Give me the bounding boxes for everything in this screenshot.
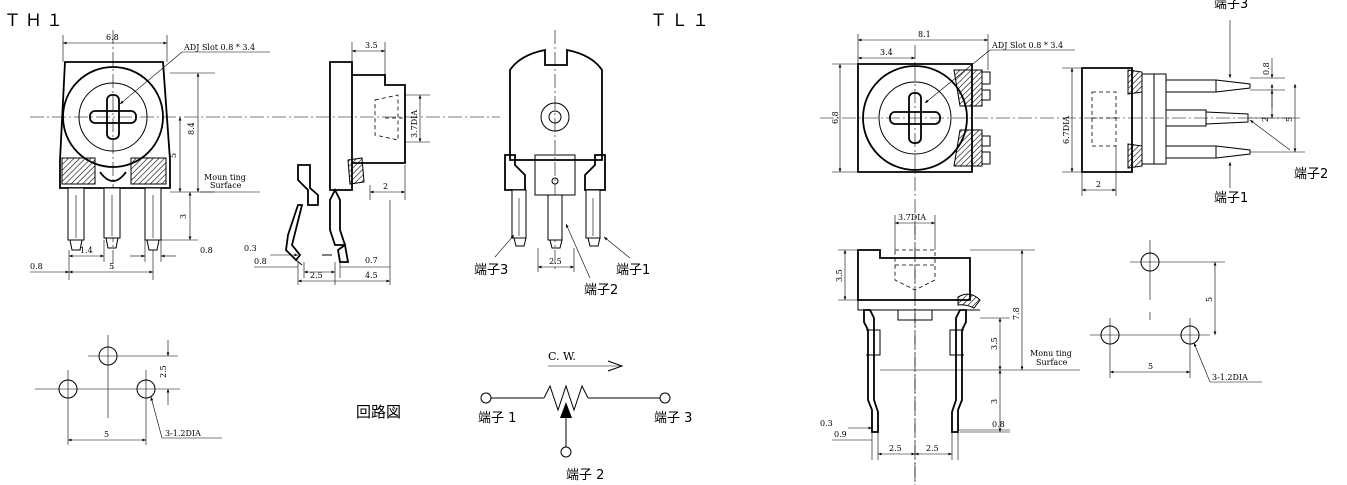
- circuit-diagram: 回路図 C. W. 端子 1 端子 3 端子 2: [356, 350, 692, 483]
- dim-tl1-width: 8.1: [918, 30, 931, 39]
- th1-front-view: 6.8 ADJ Slot 0.8 * 3.4 8.4 5 Moun ting S…: [30, 30, 500, 280]
- dim-tl1-front-shaft: 3.7DIA: [898, 213, 926, 222]
- dim-th1-side-pin-t2: 0.7: [365, 256, 378, 265]
- tl1-footprint: 5 5 3-1.2DIA: [1090, 240, 1262, 383]
- dim-th1-side-pin-w: 0.8: [254, 257, 267, 266]
- label-tl1-mount-1: Monu ting: [1030, 349, 1072, 358]
- dim-tl1-front-top-h: 3.5: [835, 269, 844, 282]
- dim-th1-side-pin-t: 0.3: [244, 244, 257, 253]
- dim-th1-adj-slot: ADJ Slot 0.8 * 3.4: [183, 43, 255, 52]
- th1-footprint: 2.5 5 3-1.2DIA: [35, 335, 222, 445]
- circuit-terminal-1: 端子 1: [478, 411, 516, 426]
- dim-th1-width: 6.8: [106, 33, 119, 42]
- dim-tl1-front-pitch-r: 2.5: [926, 444, 939, 453]
- dim-tl1-fp-pitch-x: 5: [1148, 362, 1153, 371]
- dim-th1-fp-pitch-x: 5: [104, 430, 109, 439]
- label-th1-terminal-1: 端子1: [616, 263, 650, 278]
- dim-tl1-front-pin-w-r: 0.8: [992, 420, 1005, 429]
- tl1-front-view: 3.7DIA 3.5 7.8 3.5 Monu ting Surface 3 0…: [820, 213, 1080, 485]
- title-th1: ＴＨ１: [4, 11, 67, 31]
- circuit-cw-label: C. W.: [548, 350, 576, 363]
- dim-th1-pin-w: 0.8: [200, 246, 213, 255]
- tl1-side-view: 端子3 端子2 端子1 6.7DIA 0.8 2 5 2: [1062, 0, 1328, 206]
- label-th1-mount-2: Surface: [210, 181, 242, 190]
- tl1-top-view: 8.1 3.4 ADJ Slot 0.8 * 3.4 6.8: [820, 30, 1290, 485]
- label-th1-mount-1: Moun ting: [204, 173, 246, 182]
- dim-tl1-front-pin-len: 3: [990, 399, 999, 404]
- dim-th1-center-h: 5: [169, 153, 178, 158]
- circuit-terminal-2: 端子 2: [566, 468, 604, 483]
- dim-th1-side-depth: 3.5: [365, 41, 378, 50]
- title-tl1: ＴＬ１: [650, 11, 713, 31]
- dim-th1-pitch: 1.4: [80, 246, 93, 255]
- dim-tl1-front-pin-t: 0.3: [820, 419, 833, 428]
- dim-th1-height: 8.4: [187, 122, 196, 135]
- dim-th1-side-offset: 2: [383, 182, 388, 191]
- circuit-title: 回路図: [356, 403, 401, 421]
- circuit-terminal-3: 端子 3: [654, 411, 692, 426]
- dim-th1-rear-pitch: 2.5: [549, 257, 562, 266]
- dim-tl1-fp-pitch-y: 5: [1205, 297, 1214, 302]
- dim-tl1-front-pitch-l: 2.5: [889, 444, 902, 453]
- dim-tl1-front-pin-w: 0.9: [834, 430, 847, 439]
- th1-side-view: 3.5 3.7DIA 2 0.3 0.8 2.5 0.7 4.5: [244, 41, 430, 285]
- dim-tl1-side-offset: 2: [1096, 180, 1101, 189]
- dim-th1-side-span: 4.5: [365, 271, 378, 280]
- dim-tl1-fp-hole: 3-1.2DIA: [1212, 373, 1248, 382]
- label-tl1-mount-2: Surface: [1036, 358, 1068, 367]
- dim-tl1-front-total-h: 7.8: [1012, 307, 1021, 320]
- dim-th1-fp-pitch-y: 2.5: [159, 365, 168, 378]
- label-th1-terminal-2: 端子2: [584, 283, 618, 298]
- dim-th1-pin-len: 3: [179, 214, 188, 219]
- dim-tl1-height: 6.8: [831, 111, 840, 124]
- dim-th1-pin-w-left: 0.8: [30, 262, 43, 271]
- dim-th1-side-shaft: 3.7DIA: [410, 110, 419, 138]
- dim-th1-span: 5: [109, 262, 114, 271]
- label-tl1-terminal-2: 端子2: [1294, 167, 1328, 182]
- dim-tl1-front-mid-h: 3.5: [990, 337, 999, 350]
- dim-tl1-side-shaft: 6.7DIA: [1062, 116, 1071, 144]
- dim-tl1-slot-offset: 3.4: [880, 48, 893, 57]
- dim-tl1-side-pitch: 2: [1261, 117, 1270, 122]
- label-tl1-terminal-1: 端子1: [1214, 191, 1248, 206]
- dim-tl1-side-w: 0.8: [1262, 62, 1271, 75]
- dim-tl1-adj-slot: ADJ Slot 0.8 * 3.4: [991, 41, 1063, 50]
- label-th1-terminal-3: 端子3: [474, 263, 508, 278]
- dim-tl1-side-span: 5: [1285, 117, 1294, 122]
- th1-rear-view: 2.5 端子3 端子2 端子1: [474, 30, 650, 298]
- dim-th1-side-pin-offset: 2.5: [310, 271, 323, 280]
- dim-th1-fp-hole: 3-1.2DIA: [165, 429, 201, 438]
- label-tl1-terminal-3: 端子3: [1214, 0, 1248, 12]
